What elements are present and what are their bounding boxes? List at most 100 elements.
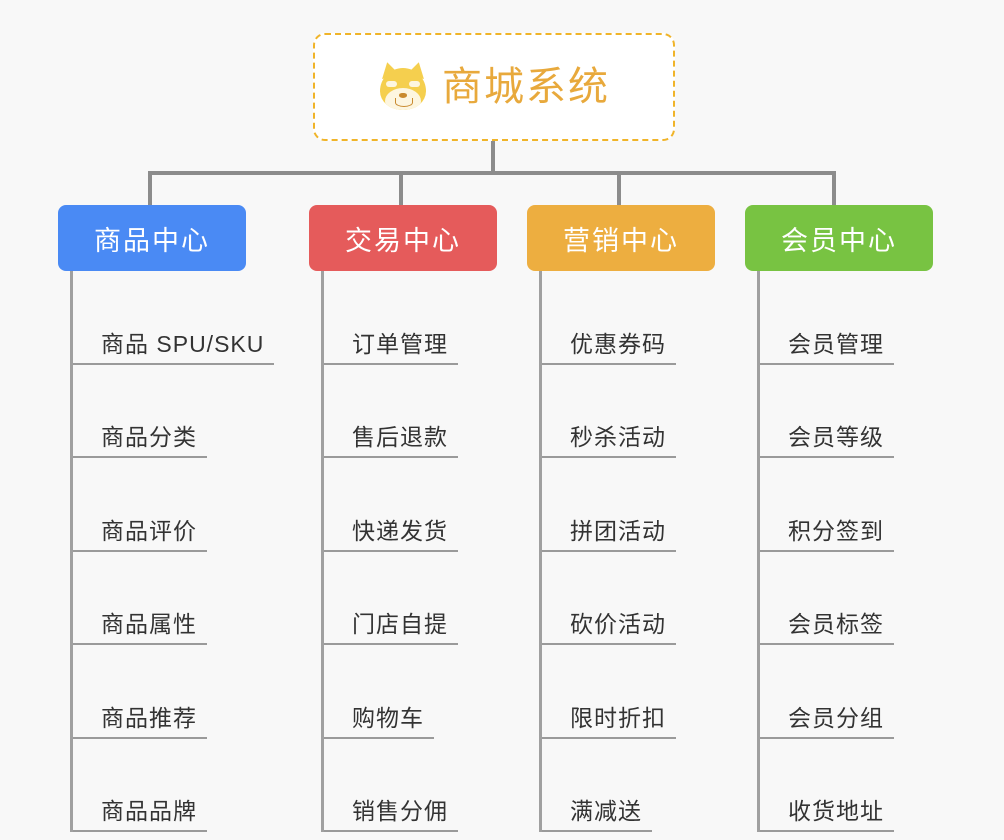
list-item[interactable]: 销售分佣 [324,739,497,832]
sub-item-label: 商品属性 [101,611,197,637]
column-marketing-center: 营销中心 优惠券码 秒杀活动 拼团活动 砍价活动 限时折扣 [527,205,715,832]
sub-item-underline [542,362,676,365]
sub-item-underline [73,362,274,365]
list-item[interactable]: 商品推荐 [73,645,246,739]
root-node-mall-system[interactable]: 商城系统 [313,33,675,141]
category-label: 会员中心 [781,225,897,256]
sub-item-underline [73,456,207,458]
list-item[interactable]: 会员分组 [760,645,933,739]
list-item[interactable]: 商品 SPU/SKU [73,271,274,365]
connector-branch-1 [148,171,152,207]
dog-head-icon [380,68,426,110]
list-item[interactable]: 满减送 [542,739,715,832]
column-product-center: 商品中心 商品 SPU/SKU 商品分类 商品评价 商品属性 商品推荐 [58,205,274,832]
sub-item-label: 会员标签 [788,611,884,637]
connector-branch-3 [617,171,621,207]
list-item[interactable]: 拼团活动 [542,458,715,552]
sub-item-label: 秒杀活动 [570,424,666,450]
list-item[interactable]: 砍价活动 [542,552,715,645]
sub-item-label: 商品分类 [101,424,197,450]
sub-item-label: 会员分组 [788,704,884,731]
sub-item-label: 收货地址 [788,798,884,824]
shiba-dog-face-icon [378,60,428,112]
sub-item-underline [73,643,207,645]
sub-item-underline [760,362,894,365]
sub-item-underline [324,643,458,645]
category-label: 交易中心 [345,225,461,256]
category-label: 营销中心 [563,225,679,256]
sub-item-underline [542,830,652,832]
list-item[interactable]: 商品属性 [73,552,246,645]
sub-item-label: 满减送 [570,798,642,824]
sub-item-label: 商品 SPU/SKU [101,330,265,357]
sub-item-underline [542,736,676,739]
list-item[interactable]: 商品品牌 [73,739,246,832]
list-item[interactable]: 会员标签 [760,552,933,645]
sub-item-label: 门店自提 [352,611,448,637]
sub-item-underline [542,456,676,458]
sub-item-underline [73,830,207,832]
sub-item-label: 会员等级 [788,424,884,450]
list-item[interactable]: 商品分类 [73,365,246,458]
root-title: 商城系统 [442,65,610,109]
connector-root-stem [491,141,495,174]
list-item[interactable]: 订单管理 [324,271,497,365]
sub-item-list-product-center: 商品 SPU/SKU 商品分类 商品评价 商品属性 商品推荐 商品品牌 [70,271,274,832]
list-item[interactable]: 会员管理 [760,271,933,365]
category-header-product-center[interactable]: 商品中心 [58,205,246,271]
sub-item-underline [73,736,207,739]
dog-eye-left-icon [386,81,397,87]
sub-item-label: 优惠券码 [570,330,666,357]
sub-item-list-marketing-center: 优惠券码 秒杀活动 拼团活动 砍价活动 限时折扣 满减送 [539,271,715,832]
dog-eye-right-icon [409,81,420,87]
sub-item-underline [760,830,894,832]
list-item[interactable]: 购物车 [324,645,497,739]
sub-item-label: 售后退款 [352,424,448,450]
connector-branch-4 [832,171,836,207]
list-item[interactable]: 秒杀活动 [542,365,715,458]
sub-item-label: 砍价活动 [570,611,666,637]
sub-item-label: 商品评价 [101,517,197,544]
sub-item-underline [542,549,676,552]
category-header-trade-center[interactable]: 交易中心 [309,205,497,271]
category-header-member-center[interactable]: 会员中心 [745,205,933,271]
sub-item-list-member-center: 会员管理 会员等级 积分签到 会员标签 会员分组 收货地址 [757,271,933,832]
list-item[interactable]: 积分签到 [760,458,933,552]
sub-item-label: 快递发货 [352,517,448,544]
column-member-center: 会员中心 会员管理 会员等级 积分签到 会员标签 会员分组 [745,205,933,832]
connector-branch-2 [399,171,403,207]
list-item[interactable]: 门店自提 [324,552,497,645]
list-item[interactable]: 限时折扣 [542,645,715,739]
sub-item-underline [324,549,458,552]
sub-item-label: 购物车 [352,704,424,731]
sub-item-underline [760,643,894,645]
sub-item-label: 商品品牌 [101,798,197,824]
category-header-marketing-center[interactable]: 营销中心 [527,205,715,271]
dog-nose-icon [399,93,407,98]
list-item[interactable]: 售后退款 [324,365,497,458]
list-item[interactable]: 快递发货 [324,458,497,552]
list-item[interactable]: 会员等级 [760,365,933,458]
list-item[interactable]: 优惠券码 [542,271,715,365]
sub-item-label: 限时折扣 [570,704,666,731]
dog-mouth-icon [395,98,413,107]
sub-item-underline [760,736,894,739]
list-item[interactable]: 收货地址 [760,739,933,832]
connector-horizontal-bus [148,171,836,175]
sub-item-underline [324,362,458,365]
sub-item-underline [324,456,458,458]
sub-item-label: 订单管理 [352,330,448,357]
sub-item-underline [324,736,434,739]
sub-item-list-trade-center: 订单管理 售后退款 快递发货 门店自提 购物车 销售分佣 [321,271,497,832]
sub-item-label: 会员管理 [788,330,884,357]
sub-item-underline [73,549,207,552]
sub-item-underline [760,456,894,458]
column-trade-center: 交易中心 订单管理 售后退款 快递发货 门店自提 购物车 [309,205,497,832]
sub-item-label: 积分签到 [788,517,884,544]
list-item[interactable]: 商品评价 [73,458,246,552]
sub-item-underline [542,643,676,645]
sub-item-label: 商品推荐 [101,704,197,731]
sub-item-label: 拼团活动 [570,517,666,544]
sub-item-underline [760,549,894,552]
